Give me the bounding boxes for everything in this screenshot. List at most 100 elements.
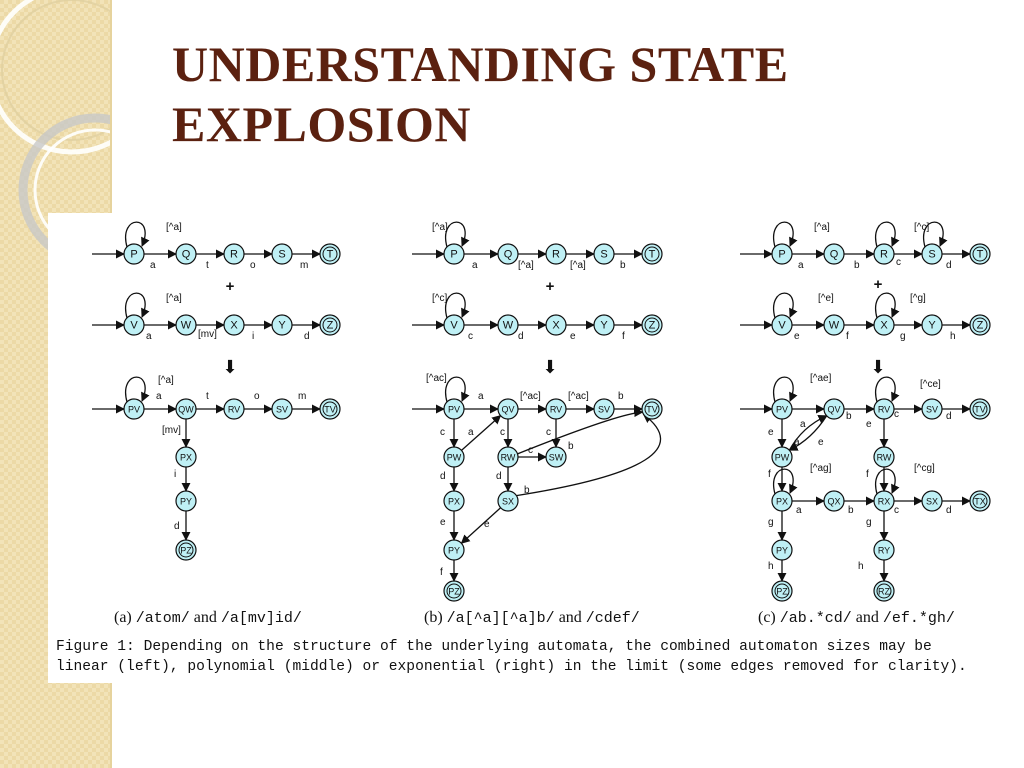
panel_b-node-pw: PW [443,446,465,468]
svg-text:PY: PY [180,497,192,507]
panel_c-edge-label-18: e [768,427,774,438]
panel_c-node-pz: PZ [771,580,793,602]
panel_c-edge-1 [772,221,798,248]
subcaption-c-regex-2: /ef.*gh/ [882,610,955,627]
svg-text:RV: RV [550,405,562,415]
svg-text:PY: PY [776,546,788,556]
panel_c-node-pv: PV [771,398,793,420]
svg-text:TX: TX [974,497,986,507]
panel_a-node-y: Y [271,314,293,336]
svg-text:TV: TV [974,405,986,415]
svg-text:S: S [928,249,935,261]
subcaption-c-regex-1: /ab.*cd/ [779,610,852,627]
panel_b-node-pv: PV [443,398,465,420]
panel_b-edge-label-18: c [546,427,551,438]
svg-text:Y: Y [600,320,608,332]
panel_b-edge-label-13: [^ac] [568,391,589,402]
panel_a-edge-label-11: a [156,391,162,402]
panel_b-edge-23 [517,407,644,455]
panel_b-edge-label-15: c [440,427,445,438]
panel_a-node-r: R [223,243,245,265]
panel_c-edge-label-7: e [794,331,800,342]
subcaption-b-regex-2: /cdef/ [585,610,640,627]
panel_c-edge-label-26: b [848,505,854,516]
panel_c-node-qv: QV [823,398,845,420]
panel_c-edge-4 [874,221,900,248]
svg-text:QW: QW [178,405,194,415]
subcaption-a: (a) /atom/ and /a[mv]id/ [114,609,302,627]
panel_b-edge-28 [460,507,502,544]
svg-text:RV: RV [228,405,240,415]
svg-text:V: V [130,320,138,332]
panel_b-node-q: Q [497,243,519,265]
svg-text:PV: PV [128,405,140,415]
figure-caption: Figure 1: Depending on the structure of … [56,637,1018,677]
panel_c-edge-label-4: c [896,257,901,268]
panel_c-edge-label-8: f [846,331,849,342]
svg-text:TV: TV [646,405,658,415]
panel_b-node-sw: SW [545,446,567,468]
panel_b-plus-operator: + [546,278,555,295]
svg-text:PZ: PZ [180,546,192,556]
panel_b-edge-label-22: d [496,471,502,482]
svg-text:X: X [230,320,238,332]
panel_b-edge-label-23: b [524,485,530,496]
panel_c-edge-label-10: g [900,331,906,342]
panel_a-edge-13 [124,376,150,403]
svg-text:PV: PV [448,405,460,415]
panel_c-node-r: R [873,243,895,265]
svg-text:PV: PV [776,405,788,415]
svg-text:Y: Y [278,320,286,332]
panel_b-edge-label-14: b [618,391,624,402]
panel_c-node-sx: SX [921,490,943,512]
panel_c-node-y: Y [921,314,943,336]
panel_c-node-rz: RZ [873,580,895,602]
panel_c-node-rw: RW [873,446,895,468]
panel_a-edge-label-13: o [254,391,260,402]
panel_b-edge-7 [444,292,470,319]
subcaption-a-regex-2: /a[mv]id/ [220,610,302,627]
svg-text:S: S [600,249,607,261]
svg-text:PZ: PZ [448,587,460,597]
panel_c-node-ry: RY [873,539,895,561]
panel_b-edge-label-1: a [472,260,478,271]
subcaption-c-letter: (c) [758,609,776,626]
panel_b-edge-label-10: [^ac] [426,373,447,384]
svg-text:T: T [327,249,334,261]
panel_c-edge-label-12: [^ae] [810,373,832,384]
svg-text:T: T [977,249,984,261]
panel_c-edge-label-23: f [866,469,869,480]
panel_c-node-sv: SV [921,398,943,420]
panel_b-edge-26 [516,413,662,497]
panel_b-node-sv: SV [593,398,615,420]
svg-text:PZ: PZ [776,587,788,597]
subcaption-c-joiner: and [855,609,879,626]
panel_a-edge-7 [124,292,150,319]
panel_c-node-rv: RV [873,398,895,420]
panel_b-edge-label-19: c [528,445,533,456]
subcaption-a-regex-1: /atom/ [135,610,190,627]
panel_a-node-py: PY [175,490,197,512]
panel_b-edge-label-17: c [500,427,505,438]
panel_c-node-t: T [969,243,991,265]
svg-text:RW: RW [877,453,892,463]
panel_b-edge-label-6: c [468,331,473,342]
svg-text:Z: Z [977,320,984,332]
svg-text:SX: SX [926,497,938,507]
panel_c-node-py: PY [771,539,793,561]
svg-text:P: P [778,249,785,261]
panel_a-edge-label-10: [^a] [158,375,174,386]
panel_c-edge-label-24: [^ag] [810,463,832,474]
panel_b-node-tv: TV [641,398,663,420]
svg-text:W: W [181,320,192,332]
panel_a-edge-label-6: a [146,331,152,342]
panel_b-edge-label-21: d [440,471,446,482]
panel_c-edge-label-0: [^a] [814,222,830,233]
subcaption-b-letter: (b) [424,609,443,626]
panel_b-node-sx: SX [497,490,519,512]
panel_c-edge-label-30: g [768,517,774,528]
panel_c-edge-9 [772,292,798,319]
panel_b-node-t: T [641,243,663,265]
